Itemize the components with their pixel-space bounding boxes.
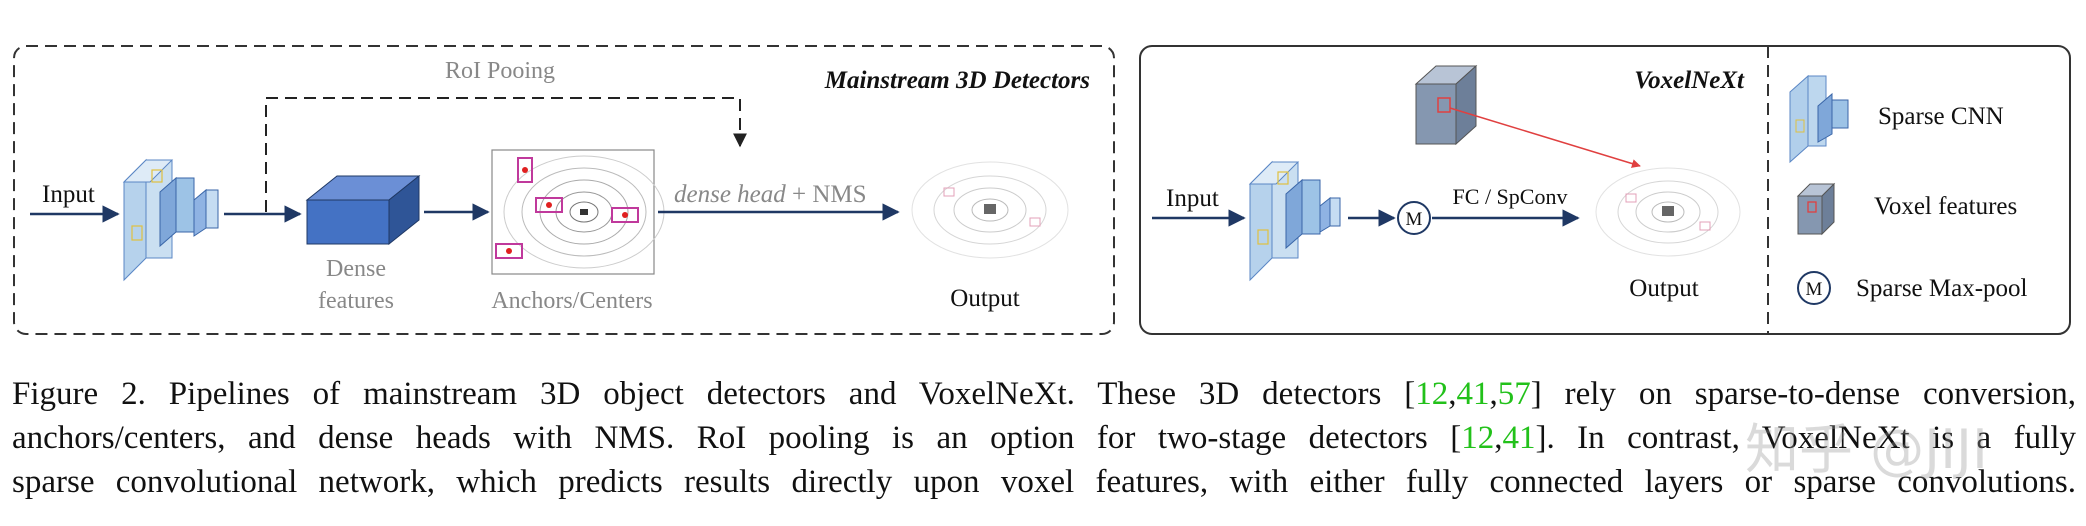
caption-line-3: sparse convolutional network, which pred… bbox=[12, 464, 2076, 500]
citation-link[interactable]: 12 bbox=[1415, 376, 1449, 412]
legend-max-pool-label: Sparse Max-pool bbox=[1856, 275, 2028, 302]
right-input-label: Input bbox=[1166, 185, 1219, 212]
roi-pooling-label: RoI Pooing bbox=[445, 58, 555, 84]
right-output-pointcloud bbox=[1595, 167, 1741, 257]
roi-pooling-path bbox=[265, 97, 747, 212]
legend-voxel-features-label: Voxel features bbox=[1874, 193, 2017, 220]
left-panel-title: Mainstream 3D Detectors bbox=[824, 67, 1090, 94]
citation-link[interactable]: 12 bbox=[1461, 420, 1495, 456]
right-panel-title: VoxelNeXt bbox=[1634, 67, 1745, 94]
figure-diagram: Mainstream 3D Detectors Input Dense feat… bbox=[13, 45, 2071, 335]
citation-link[interactable]: 41 bbox=[1502, 420, 1536, 456]
left-output-label: Output bbox=[950, 285, 1020, 312]
citation-link[interactable]: 41 bbox=[1456, 376, 1490, 412]
left-input-label: Input bbox=[42, 181, 95, 208]
anchors-bev-image bbox=[491, 149, 665, 275]
dense-features-block bbox=[305, 174, 421, 246]
dense-head-nms-label: dense head + NMS bbox=[674, 181, 867, 208]
voxel-feature-cube bbox=[1414, 64, 1478, 146]
left-output-pointcloud bbox=[911, 161, 1069, 259]
figure-caption: Figure 2. Pipelines of mainstream 3D obj… bbox=[12, 372, 2076, 504]
right-panel-border bbox=[1139, 45, 2071, 335]
caption-line-2: anchors/centers, and dense heads with NM… bbox=[12, 420, 2076, 456]
legend-voxel-features-icon bbox=[1796, 182, 1836, 236]
caption-line-1: Figure 2. Pipelines of mainstream 3D obj… bbox=[12, 376, 2076, 412]
left-panel-border bbox=[13, 45, 1115, 335]
legend-max-pool-icon: M bbox=[1797, 271, 1831, 305]
voxel-to-output-arrow bbox=[1449, 107, 1641, 168]
dense-features-label-2: features bbox=[318, 288, 394, 314]
citation-link[interactable]: 57 bbox=[1497, 376, 1531, 412]
dense-features-label-1: Dense bbox=[326, 256, 386, 282]
fc-spconv-label: FC / SpConv bbox=[1453, 184, 1568, 209]
legend-sparse-cnn-icon bbox=[1789, 74, 1849, 164]
right-sparse-cnn-icon bbox=[1248, 160, 1341, 282]
svg-text:M: M bbox=[1406, 209, 1423, 230]
anchors-centers-label: Anchors/Centers bbox=[491, 288, 652, 314]
max-pool-node: M bbox=[1397, 201, 1431, 235]
svg-text:M: M bbox=[1806, 279, 1823, 300]
right-output-label: Output bbox=[1629, 275, 1699, 302]
left-sparse-cnn-icon bbox=[122, 158, 219, 282]
legend-sparse-cnn-label: Sparse CNN bbox=[1878, 103, 2004, 130]
watermark: 知乎 @JIJI bbox=[1745, 418, 1988, 481]
